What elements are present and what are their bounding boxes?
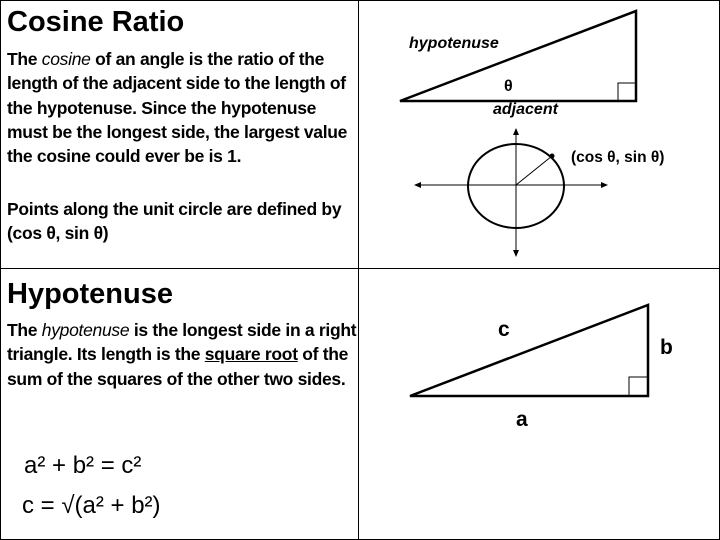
hypotenuse-triangle (409, 303, 650, 398)
hypotenuse-title: Hypotenuse (7, 278, 173, 310)
text: is the longest side in a right triangle.… (7, 320, 357, 365)
hypotenuse-definition: The hypotenuse is the longest side in a … (7, 318, 357, 391)
pythagorean-equation: a² + b² = c² (24, 452, 142, 479)
text: of an angle is the ratio of the length o… (7, 49, 348, 167)
text: The (7, 49, 42, 69)
emphasis-cosine: cosine (41, 49, 91, 69)
adjacent-label: adjacent (493, 101, 558, 118)
theta-label: θ (504, 78, 513, 95)
cosine-triangle (399, 9, 638, 103)
side-c-label: c (498, 318, 510, 341)
hypotenuse-label: hypotenuse (409, 35, 499, 52)
unit-circle (414, 128, 608, 257)
vertical-divider (358, 0, 359, 540)
side-a-label: a (516, 408, 528, 431)
text: of the sum of the squares of the other t… (7, 344, 349, 389)
side-b-label: b (660, 336, 673, 359)
emphasis-hypotenuse: hypotenuse (41, 320, 130, 340)
cosine-ratio-title: Cosine Ratio (7, 6, 185, 38)
point-coordinate-label: (cos θ, sin θ) (571, 149, 665, 166)
horizontal-divider (0, 268, 720, 269)
underlined-square-root: square root (204, 344, 298, 365)
text: The (7, 320, 42, 340)
cosine-definition: The cosine of an angle is the ratio of t… (7, 47, 357, 168)
unit-circle-note: Points along the unit circle are defined… (7, 199, 342, 244)
hypotenuse-formula: c = √(a² + b²) (22, 492, 161, 519)
